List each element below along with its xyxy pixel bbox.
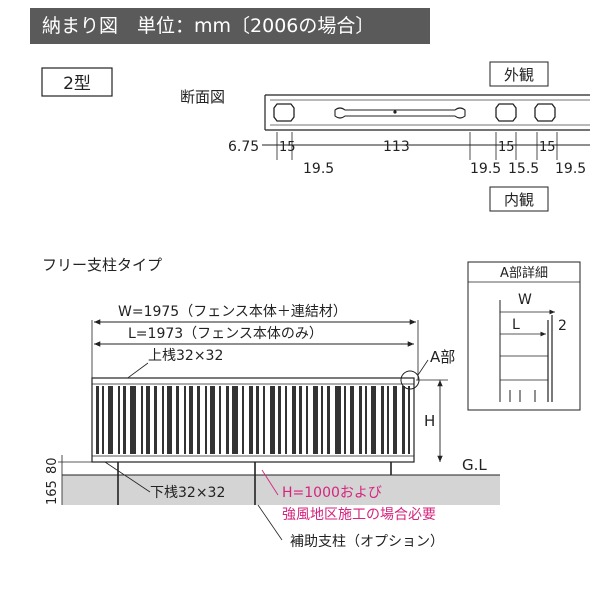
- outer-label: 外観: [504, 66, 534, 84]
- fence-slat: [219, 386, 221, 454]
- fence-slat: [226, 386, 229, 454]
- fence-slat: [184, 386, 186, 454]
- a-part-label: A部: [430, 348, 455, 366]
- note-line-1: H=1000および: [282, 485, 382, 501]
- fence-slat: [393, 386, 397, 454]
- dim-15-c: 15: [539, 140, 556, 155]
- fence-slat: [408, 386, 410, 454]
- fence-slat: [402, 386, 405, 454]
- fence-slat: [371, 386, 376, 454]
- fence-slat: [242, 386, 244, 454]
- detail-w: W: [518, 292, 532, 308]
- detail-title: A部詳細: [500, 265, 548, 281]
- fence-slat: [130, 386, 136, 454]
- fence-slat: [154, 386, 157, 454]
- dim-15-b: 15: [498, 140, 515, 155]
- detail-dim-2: 2: [558, 318, 567, 334]
- fence-slat: [102, 386, 104, 454]
- fence-slat: [96, 386, 99, 454]
- dim-80: 80: [45, 457, 60, 474]
- fence-slat: [299, 386, 302, 454]
- fence-slat: [335, 386, 341, 454]
- fence-slat: [270, 386, 275, 454]
- svg-text:2型: 2型: [63, 74, 91, 94]
- note-line-2: 強風地区施工の場合必要: [282, 507, 436, 523]
- detail-l: L: [512, 317, 520, 333]
- fence-slat: [249, 386, 253, 454]
- dim-195-b: 19.5: [470, 161, 501, 177]
- dim-15-a: 15: [279, 140, 296, 155]
- fence-slat: [365, 386, 367, 454]
- dim-155: 15.5: [508, 161, 539, 177]
- dim-195-a: 19.5: [303, 161, 334, 177]
- fence-slat: [189, 386, 193, 454]
- fence-slat: [313, 386, 318, 454]
- a-part-detail: A部詳細 W L 2: [467, 261, 581, 411]
- fence-slat: [278, 386, 281, 454]
- fence-slat: [350, 386, 354, 454]
- fence-slat: [381, 386, 384, 454]
- fence-slat: [344, 386, 346, 454]
- dim-165: 165: [45, 480, 60, 505]
- h-label: H: [424, 412, 435, 430]
- gl-label: G.L: [462, 456, 487, 474]
- w-dimension: W=1975（フェンス本体＋連結材）: [118, 304, 347, 320]
- dim-113: 113: [383, 139, 410, 155]
- fence-slat: [256, 386, 259, 454]
- fence-slat: [176, 386, 179, 454]
- fence-slat: [387, 386, 389, 454]
- dim-195-c: 19.5: [555, 161, 586, 177]
- type-box: 2型: [41, 67, 113, 97]
- post-label: 補助支柱（オプション）: [290, 534, 444, 550]
- page-title: 納まり図 単位：mm〔2006の場合〕: [30, 8, 430, 44]
- fence-slat: [197, 386, 200, 454]
- fence-slats: [96, 386, 410, 454]
- fence-slat: [162, 386, 164, 454]
- dim-675: 6.75: [228, 139, 259, 155]
- fence-slat: [285, 386, 287, 454]
- fence-slat: [167, 386, 172, 454]
- fence-slat: [141, 386, 143, 454]
- section-title: 断面図: [180, 88, 225, 106]
- fence-slat: [210, 386, 215, 454]
- type-label: フリー支柱タイプ: [42, 256, 162, 274]
- cross-section: 断面図 外観 6.75 15 113 15 15 19.5 19.5 15.5 …: [180, 61, 590, 212]
- fence-slat: [327, 386, 330, 454]
- fence-slat: [263, 386, 265, 454]
- bottom-rail-label: 下桟32×32: [150, 485, 225, 501]
- elevation-view: フリー支柱タイプ W=1975（フェンス本体＋連結材） L=1973（フェンス本…: [42, 256, 500, 550]
- fence-slat: [292, 386, 296, 454]
- fence-slat: [108, 386, 113, 454]
- inner-label: 内観: [504, 191, 534, 209]
- l-dimension: L=1973（フェンス本体のみ）: [128, 326, 323, 342]
- fence-slat: [118, 386, 120, 454]
- top-rail-label: 上桟32×32: [148, 348, 223, 364]
- fence-slat: [321, 386, 323, 454]
- fence-slat: [359, 386, 362, 454]
- fence-slat: [146, 386, 150, 454]
- fence-slat: [306, 386, 308, 454]
- fence-slat: [123, 386, 126, 454]
- fence-slat: [232, 386, 238, 454]
- fence-slat: [205, 386, 207, 454]
